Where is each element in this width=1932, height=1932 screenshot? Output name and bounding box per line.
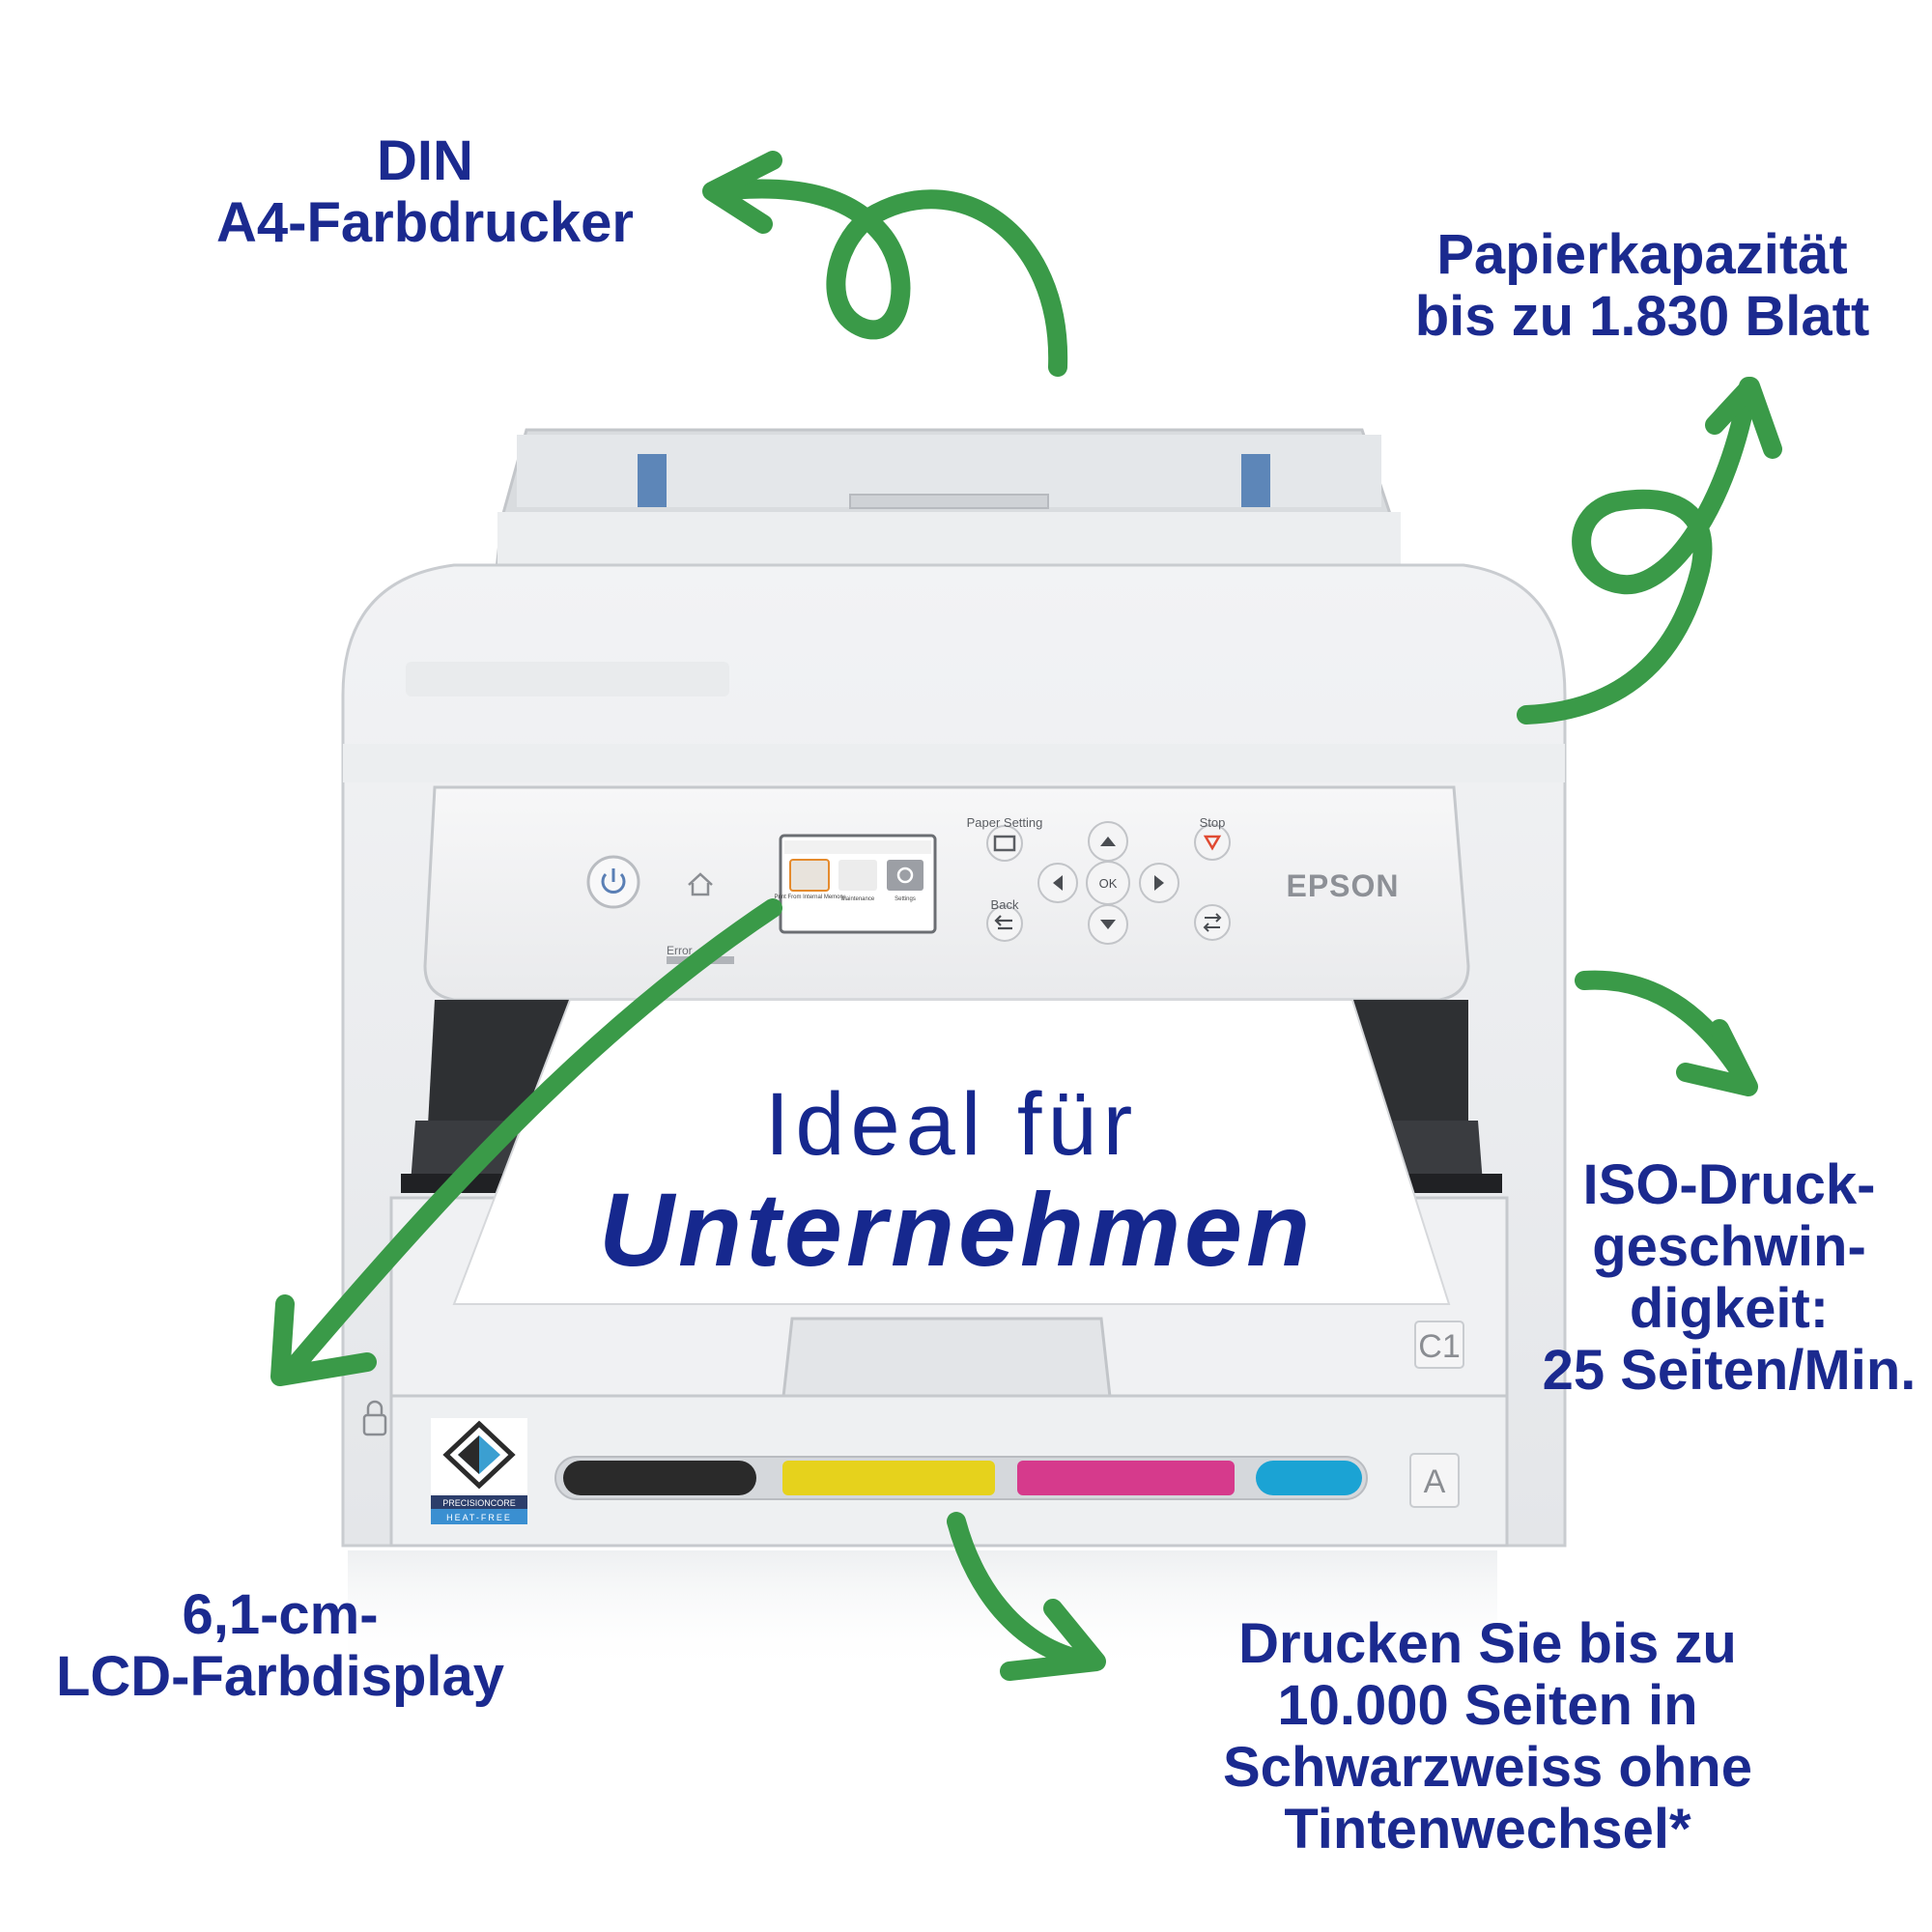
stop-label: Stop [1200,815,1226,830]
callout-din-line1: DIN [377,129,473,192]
arrow-lcd [280,898,782,1381]
callout-iso-line1: ISO-Druck- [1582,1153,1876,1216]
lcd-tile-maintenance[interactable] [838,860,877,891]
arrow-paper [1517,377,1758,724]
callout-arrows [270,151,1782,1681]
callout-din: DIN A4-Farbdrucker [193,130,657,254]
paper-setting-button[interactable] [986,825,1023,862]
arrowhead-iso [1676,1019,1758,1096]
brand-logo: EPSON [1286,868,1399,903]
callout-iso-line4: 25 Seiten/Min. [1542,1339,1917,1402]
arrow-left-icon [1053,875,1063,891]
gear-icon [896,867,914,884]
back-label: Back [991,897,1019,912]
callout-paper-line2: bis zu 1.830 Blatt [1414,285,1870,348]
lcd-tile-print-memory[interactable] [789,859,830,892]
paper-tray-icon [993,835,1016,852]
arrow-din [710,179,1068,377]
control-panel [423,785,1470,1002]
lock-icon [362,1400,387,1436]
badge-line2: HEAT-FREE [446,1513,512,1522]
tray-label-c1: C1 [1418,1328,1460,1365]
arrowhead-paper [1705,377,1782,459]
arrowhead-pages [1000,1599,1106,1681]
ok-label: OK [1099,876,1118,891]
badge-line1: PRECISIONCORE [442,1498,516,1508]
arrow-right-icon [1154,875,1164,891]
callout-iso-line3: digkeit: [1629,1277,1830,1340]
paper-setting-label: Paper Setting [967,815,1043,830]
callout-pages-line4: Tintenwechsel* [1284,1798,1691,1861]
ink-pack-cyan[interactable] [1256,1461,1362,1495]
callout-iso: ISO-Druck- geschwin- digkeit: 25 Seiten/… [1536,1154,1922,1402]
paper-guide-right[interactable] [1241,454,1270,507]
arrow-down-icon [1100,920,1116,929]
swap-button[interactable] [1194,904,1231,941]
stop-button[interactable] [1194,824,1231,861]
cassette-handle[interactable] [781,1317,1113,1407]
precisioncore-badge [431,1418,527,1524]
ink-pack-magenta[interactable] [1017,1461,1235,1495]
callout-pages-line3: Schwarzweiss ohne [1223,1736,1752,1799]
swap-icon [1203,913,1222,932]
callout-lcd: 6,1-cm- LCD-Farbdisplay [29,1584,531,1708]
panel-labels: Paper Setting Stop Back OK Error Print F… [442,815,1460,1522]
sheet-line1: Ideal für [765,1075,1138,1174]
callout-pages-line1: Drucken Sie bis zu [1238,1612,1737,1675]
lcd-display[interactable] [779,834,937,934]
callout-lcd-line2: LCD-Farbdisplay [55,1645,505,1708]
lcd-tile-label-settings: Settings [895,896,916,902]
ink-pack-black[interactable] [563,1461,756,1495]
tray-label-a: A [1424,1463,1446,1500]
callout-din-line2: A4-Farbdrucker [216,191,634,254]
paper-guide-left[interactable] [638,454,667,507]
arrow-up-icon [1100,837,1116,846]
lcd-tile-label-print: Print From Internal Memory [774,895,844,900]
back-icon [994,915,1012,930]
floor-reflection [348,1550,1497,1676]
callout-pages-line2: 10.000 Seiten in [1277,1674,1698,1737]
arrowhead-lcd [270,1294,377,1386]
home-icon [688,872,713,896]
callout-lcd-line1: 6,1-cm- [182,1583,379,1646]
lcd-tile-label-maintenance: Maintenance [841,896,875,902]
ink-pack-yellow[interactable] [782,1461,995,1495]
stop-icon [1203,835,1222,851]
sheet-line2: Unternehmen [599,1171,1314,1288]
callout-iso-line2: geschwin- [1592,1215,1866,1278]
callout-paper: Papierkapazität bis zu 1.830 Blatt [1391,224,1893,348]
callout-paper-line1: Papierkapazität [1436,223,1848,286]
printed-sheet [452,999,1451,1305]
error-label: Error [667,944,693,957]
callout-pages: Drucken Sie bis zu 10.000 Seiten in Schw… [1198,1613,1777,1861]
back-button[interactable] [986,905,1023,942]
home-button[interactable] [688,872,713,896]
arrowhead-din [702,151,782,234]
lcd-tile-settings[interactable] [887,860,923,891]
ink-pack-tray [362,1394,1509,1548]
power-icon [601,872,626,894]
